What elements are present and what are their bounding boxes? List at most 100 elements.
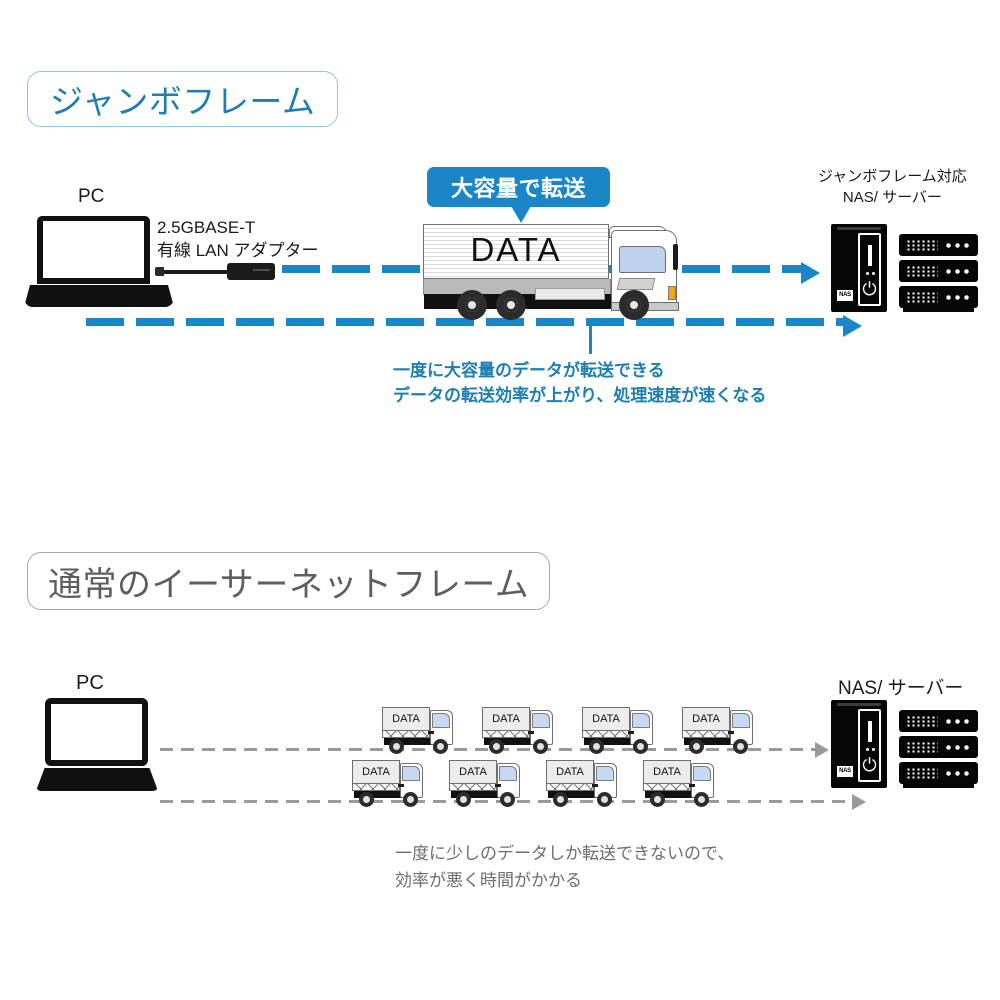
small-data-truck-icon: DATA: [382, 707, 458, 755]
small-truck-wheel: [733, 739, 748, 754]
laptop-base: [24, 285, 174, 307]
nas-led-icon: [872, 748, 875, 751]
small-truck-frame: [451, 791, 499, 798]
small-truck-wheel: [489, 739, 504, 754]
small-truck-wheel: [533, 739, 548, 754]
rack-indicator-dots: [946, 719, 970, 724]
small-truck-cargo-box: [582, 707, 630, 731]
small-truck-window: [532, 713, 550, 728]
rack-vent-grid: [907, 292, 938, 303]
adapter-cord: [163, 270, 230, 274]
small-truck-frame: [354, 791, 402, 798]
small-truck-truss: [585, 731, 629, 740]
laptop-base: [36, 768, 158, 791]
truck-window: [619, 246, 666, 273]
nas-front-panel: [858, 709, 881, 782]
small-truck-notch: [689, 784, 695, 787]
power-icon: ⏻: [862, 755, 877, 775]
small-truck-notch: [528, 731, 534, 734]
nas-front-panel: [858, 233, 881, 306]
small-truck-wheel: [403, 792, 418, 807]
truck-side-rail: [535, 288, 605, 300]
small-data-truck-icon: DATA: [643, 760, 719, 808]
small-truck-truss: [485, 731, 529, 740]
truck-wheel: [496, 290, 526, 320]
lan-adapter-label-line2: 有線 LAN アダプター: [157, 241, 319, 260]
nas-tower-top-vent: [837, 703, 881, 706]
rack-vent-grid: [907, 716, 938, 727]
pc-label-top: PC: [78, 186, 105, 207]
small-truck-frame: [645, 791, 693, 798]
small-truck-window: [402, 766, 420, 781]
power-icon: ⏻: [862, 279, 877, 299]
small-truck-notch: [628, 731, 634, 734]
laptop-screen: [37, 216, 150, 284]
truck-blinker-light: [668, 286, 676, 300]
small-truck-truss: [452, 784, 496, 793]
small-truck-wheel: [359, 792, 374, 807]
nas-server-icon-top: ⏻ NAS: [831, 224, 978, 312]
nas-led-icon: [866, 748, 869, 751]
small-truck-window: [596, 766, 614, 781]
small-truck-cargo-label: DATA: [362, 766, 390, 778]
rack-indicator-dots: [946, 745, 970, 750]
small-truck-cargo-label: DATA: [653, 766, 681, 778]
truck-wheel: [457, 290, 487, 320]
rack-server-unit: [899, 286, 978, 308]
nas-status-bar: [868, 721, 872, 742]
small-data-truck-icon: DATA: [352, 760, 428, 808]
small-truck-window: [693, 766, 711, 781]
rack-vent-grid: [907, 742, 938, 753]
small-truck-wheel: [694, 792, 709, 807]
small-truck-notch: [728, 731, 734, 734]
small-truck-frame: [484, 738, 532, 745]
jumbo-frame-caption: 一度に大容量のデータが転送できる データの転送効率が上がり、処理速度が速くなる: [393, 358, 766, 408]
small-truck-notch: [592, 784, 598, 787]
gray-arrowhead-lower: [852, 794, 866, 810]
nas-badge: NAS: [837, 290, 853, 301]
small-truck-truss: [646, 784, 690, 793]
small-truck-cargo-label: DATA: [459, 766, 487, 778]
small-truck-cargo-box: [682, 707, 730, 731]
truck-cargo-box: [423, 224, 609, 279]
section-title-jumbo-frame: ジャンボフレーム: [27, 71, 339, 127]
small-truck-cargo-box: [449, 760, 497, 784]
jumbo-caption-line1: 一度に大容量のデータが転送できる: [393, 361, 665, 380]
small-truck-cargo-label: DATA: [556, 766, 584, 778]
lan-adapter-label: 2.5GBASE-T 有線 LAN アダプター: [157, 216, 319, 262]
small-truck-truss: [385, 731, 429, 740]
laptop-icon-bottom: [36, 698, 158, 791]
small-truck-cargo-box: [546, 760, 594, 784]
normal-caption-line2: 効率が悪く時間がかかる: [395, 871, 582, 890]
small-truck-cargo-label: DATA: [692, 713, 720, 725]
rack-base: [903, 784, 974, 788]
small-truck-truss: [355, 784, 399, 793]
small-truck-wheel: [589, 739, 604, 754]
blue-arrowhead-upper: [801, 262, 820, 284]
small-truck-frame: [548, 791, 596, 798]
usb-lan-adapter-icon: [155, 262, 277, 282]
nas-led-icon: [866, 272, 869, 275]
small-truck-frame: [384, 738, 432, 745]
small-truck-cargo-label: DATA: [392, 713, 420, 725]
small-truck-cargo-label: DATA: [592, 713, 620, 725]
small-truck-wheel: [650, 792, 665, 807]
small-truck-truss: [549, 784, 593, 793]
gray-dashed-line-upper: [160, 748, 815, 751]
blue-dashed-line-lower: [86, 318, 843, 326]
nas-badge: NAS: [837, 766, 853, 777]
small-truck-notch: [428, 731, 434, 734]
small-truck-wheel: [597, 792, 612, 807]
rack-base: [903, 308, 974, 312]
truck-door-panel: [616, 278, 656, 290]
small-truck-cargo-box: [482, 707, 530, 731]
truck-cargo-label: DATA: [470, 230, 562, 268]
small-truck-cargo-box: [352, 760, 400, 784]
small-truck-wheel: [433, 739, 448, 754]
normal-caption-line1: 一度に少しのデータしか転送できないので、: [395, 844, 735, 863]
lan-adapter-label-line1: 2.5GBASE-T: [157, 218, 256, 237]
section-title-normal-frame: 通常のイーサーネットフレーム: [27, 552, 551, 610]
small-truck-wheel: [389, 739, 404, 754]
rack-vent-grid: [907, 768, 938, 779]
small-truck-window: [632, 713, 650, 728]
